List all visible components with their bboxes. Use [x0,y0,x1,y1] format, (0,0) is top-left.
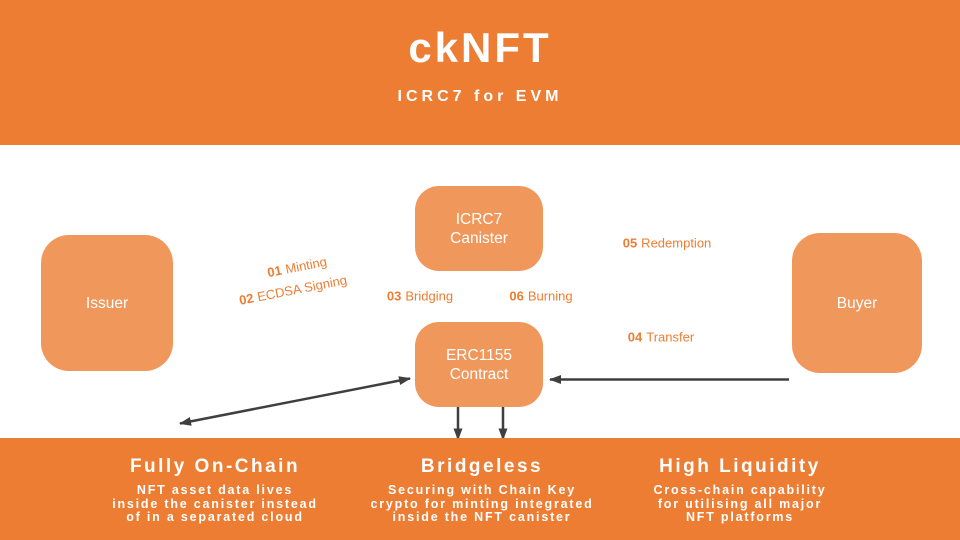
feature-line: NFT platforms [685,510,795,524]
edge-text-minting: Minting [284,253,329,277]
feature-fully-on-chain: Fully On-Chain NFT asset data lives insi… [60,456,370,525]
page-title: ckNFT [408,24,552,71]
feature-line: of in a separated cloud [126,510,304,524]
node-erc1155-contract: ERC1155 Contract [415,322,543,407]
edge-number-redemption: 05 [622,235,638,251]
edge-text-bridging: Bridging [405,288,454,304]
feature-high-liquidity: High Liquidity Cross-chain capability fo… [600,456,880,525]
edge-text-redemption: Redemption [641,235,712,251]
edge-number-bridging: 03 [386,288,402,304]
feature-line: Cross-chain capability [653,483,827,497]
edge-number-minting: 01 [265,262,283,281]
edge-number-burning: 06 [509,288,524,304]
feature-title: High Liquidity [659,456,821,477]
feature-line: inside the NFT canister [392,510,572,524]
edge-number-ecdsa: 02 [237,290,255,308]
node-icrc7-canister: ICRC7 Canister [415,186,543,271]
feature-line: inside the canister instead [112,496,318,511]
node-issuer: Issuer [41,235,173,371]
feature-line: for utilising all major [657,496,823,511]
node-icrc7-line2: Canister [450,229,508,247]
node-issuer-label: Issuer [85,294,129,312]
edge-text-transfer: Transfer [646,329,695,345]
edge-number-transfer: 04 [627,329,643,345]
feature-line: NFT asset data lives [136,483,294,497]
node-erc1155-line2: Contract [449,365,509,383]
edge-text-burning: Burning [527,288,573,304]
node-icrc7-line1: ICRC7 [455,210,503,228]
header-band: ckNFT ICRC7 for EVM [0,0,960,145]
feature-line: Securing with Chain Key [388,483,576,497]
feature-title: Bridgeless [420,456,544,477]
feature-line: crypto for minting integrated [370,496,594,511]
feature-title: Fully On-Chain [129,456,301,477]
diagram-canvas: Issuer ICRC7 Canister ERC1155 Contract B… [0,145,960,477]
node-buyer: Buyer [792,233,922,373]
node-buyer-label: Buyer [836,294,878,312]
edge-label-ecdsa-signing: 02ECDSA Signing [238,272,348,308]
feature-bridgeless: Bridgeless Securing with Chain Key crypt… [330,456,634,525]
arrow-minting-ecdsa [179,376,411,426]
page-subtitle: ICRC7 for EVM [397,88,563,105]
footer-band: Fully On-Chain NFT asset data lives insi… [0,438,960,540]
node-erc1155-line1: ERC1155 [445,346,513,364]
